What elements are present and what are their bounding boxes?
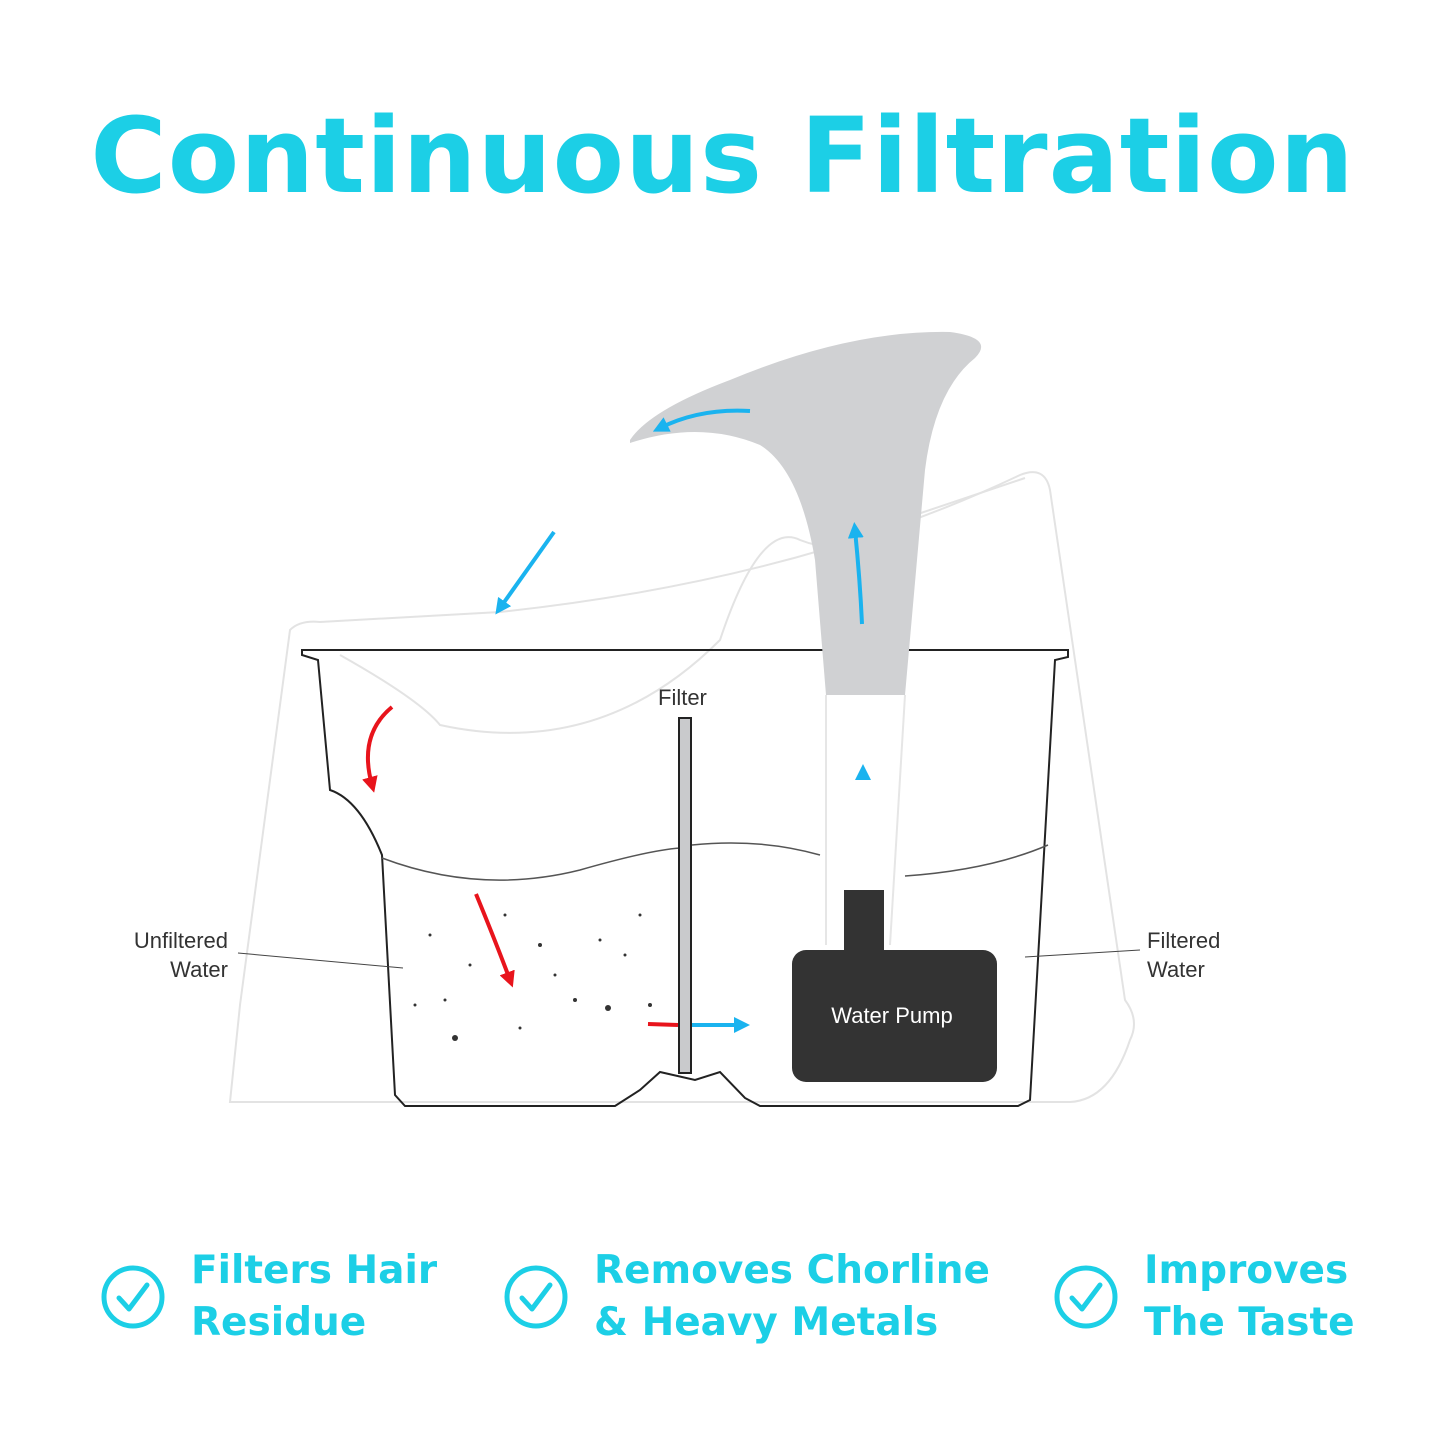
- flow-arrows: [362, 408, 871, 1033]
- feature-line1: Improves: [1144, 1248, 1349, 1293]
- feature-line2: Residue: [191, 1300, 367, 1345]
- filtered-line1: Filtered: [1147, 928, 1221, 953]
- feature-line1: Removes Chorline: [594, 1248, 990, 1293]
- water-pump-label: Water Pump: [831, 1003, 953, 1028]
- check-circle-icon: [1054, 1265, 1118, 1329]
- page-title: Continuous Filtration: [90, 95, 1355, 217]
- water-surface-left: [381, 847, 681, 881]
- spout: [630, 331, 982, 695]
- arrow-red-top: [362, 705, 394, 793]
- check-circle-icon: [101, 1265, 165, 1329]
- inner-basin: [301, 649, 1069, 1107]
- unfiltered-line1: Unfiltered: [133, 928, 228, 953]
- feature-line2: The Taste: [1144, 1300, 1355, 1345]
- water-surface-right: [691, 842, 1049, 877]
- pump-tube: [825, 694, 906, 946]
- arrow-blue-inflow: [495, 530, 556, 615]
- feature-line2: & Heavy Metals: [594, 1300, 939, 1345]
- arrow-blue-spout: [652, 408, 751, 432]
- water-pump: [792, 950, 997, 1082]
- leader-lines: [237, 949, 1141, 969]
- filter-label: Filter: [658, 685, 707, 710]
- filtered-water-label: Filtered Water: [1147, 926, 1220, 984]
- debris-particles: [413, 913, 652, 1041]
- pump-outlet: [844, 890, 884, 950]
- feature-removes-chlorine: Removes Chorline & Heavy Metals: [504, 1245, 990, 1349]
- filter-panel: [678, 717, 692, 1074]
- filtered-line2: Water: [1147, 957, 1205, 982]
- unfiltered-line2: Water: [170, 957, 228, 982]
- arrow-red-water: [474, 893, 515, 988]
- feature-line1: Filters Hair: [191, 1248, 438, 1293]
- check-circle-icon: [504, 1265, 568, 1329]
- arrow-red-filter: [647, 1022, 679, 1027]
- unfiltered-water-label: Unfiltered Water: [100, 926, 228, 984]
- arrow-blue-up-spout: [847, 522, 864, 625]
